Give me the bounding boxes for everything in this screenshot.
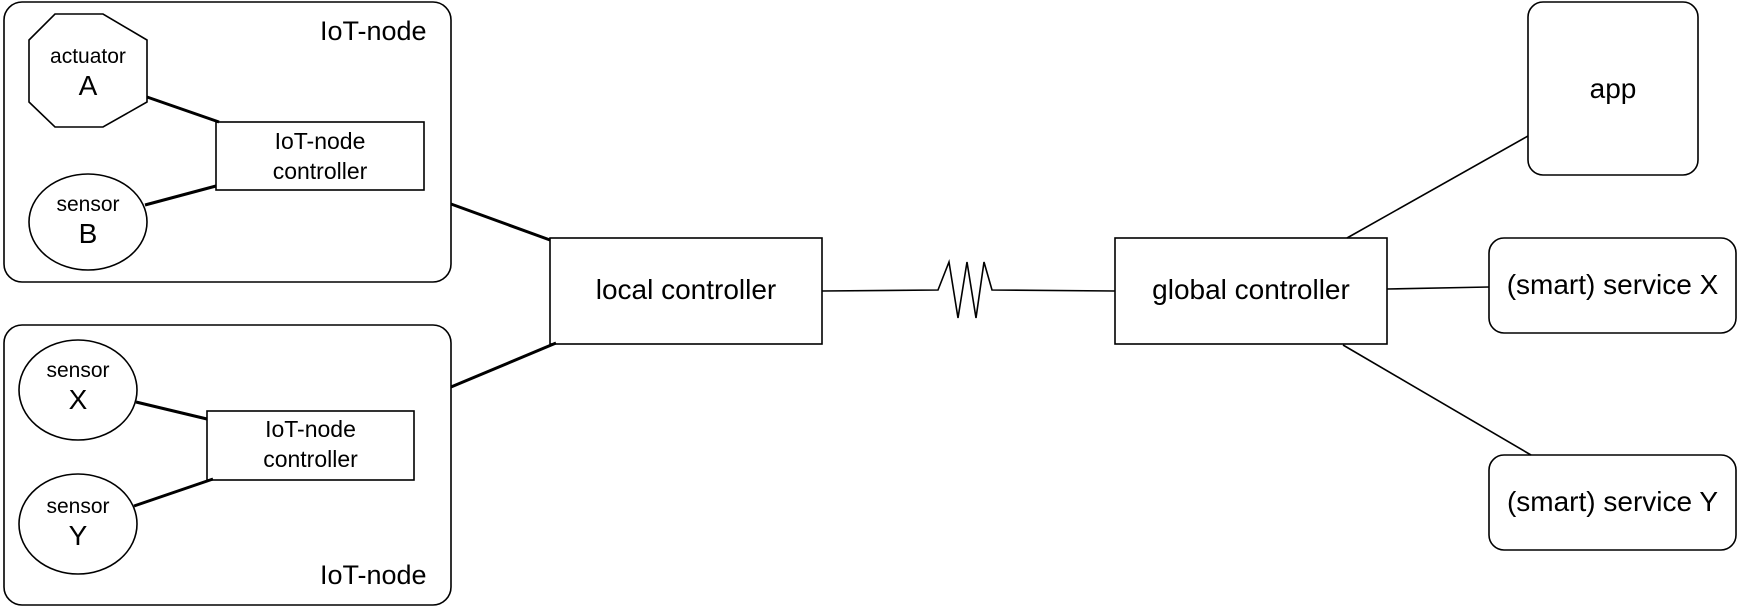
global-controller-box bbox=[1114, 237, 1388, 345]
iot-node-controller-bottom-label: IoT-node controller bbox=[207, 414, 414, 474]
iot-node-bottom-container bbox=[3, 324, 452, 606]
link-sensor-x-controller bbox=[135, 400, 208, 421]
controller-top-line2: controller bbox=[272, 158, 368, 184]
iot-node-controller-bottom-box bbox=[206, 410, 415, 481]
service-y-box bbox=[1488, 454, 1737, 551]
sensor-y-kind: sensor bbox=[46, 495, 110, 518]
local-controller-label: local controller bbox=[595, 274, 777, 305]
actuator-kind: actuator bbox=[50, 45, 126, 68]
service-x-label: (smart) service X bbox=[1506, 269, 1719, 300]
app-label: app bbox=[1589, 73, 1637, 104]
iot-node-controller-top-label: IoT-node controller bbox=[216, 126, 424, 186]
iot-node-top-container bbox=[3, 1, 452, 283]
link-global-app bbox=[1346, 135, 1529, 239]
sensor-y-circle bbox=[18, 473, 138, 575]
link-actuator-a-controller bbox=[146, 95, 220, 124]
sensor-y-label: sensor Y bbox=[19, 494, 137, 553]
resistor-zigzag-icon bbox=[821, 258, 1116, 319]
sensor-x-circle bbox=[18, 339, 138, 441]
sensor-x-kind: sensor bbox=[46, 359, 110, 382]
sensor-x-id: X bbox=[68, 384, 88, 416]
controller-bottom-line1: IoT-node bbox=[265, 416, 356, 442]
global-controller-label: global controller bbox=[1152, 274, 1350, 305]
link-global-service-x bbox=[1386, 286, 1490, 290]
service-y-label: (smart) service Y bbox=[1506, 486, 1719, 517]
sensor-b-label: sensor B bbox=[29, 192, 147, 251]
app-box bbox=[1527, 1, 1699, 176]
service-x-box bbox=[1488, 237, 1737, 334]
actuator-a-label: actuator A bbox=[29, 44, 147, 103]
sensor-x-label: sensor X bbox=[19, 358, 137, 417]
actuator-id: A bbox=[78, 70, 98, 102]
sensor-y-id: Y bbox=[68, 520, 88, 552]
link-iot-node-bottom-local bbox=[450, 341, 557, 389]
iot-node-top-title: IoT-node bbox=[320, 16, 427, 46]
sensor-b-circle bbox=[28, 173, 148, 271]
link-iot-node-top-local bbox=[450, 202, 551, 242]
controller-top-line1: IoT-node bbox=[274, 128, 366, 154]
link-global-service-y bbox=[1342, 344, 1532, 456]
link-sensor-y-controller bbox=[133, 477, 214, 508]
actuator-a-octagon bbox=[28, 13, 148, 128]
sensor-b-id: B bbox=[78, 218, 98, 250]
iot-node-bottom-title: IoT-node bbox=[320, 560, 427, 590]
controller-bottom-line2: controller bbox=[263, 446, 358, 472]
iot-node-controller-top-box bbox=[215, 121, 425, 191]
sensor-b-kind: sensor bbox=[56, 193, 120, 216]
link-sensor-b-controller bbox=[144, 184, 217, 207]
